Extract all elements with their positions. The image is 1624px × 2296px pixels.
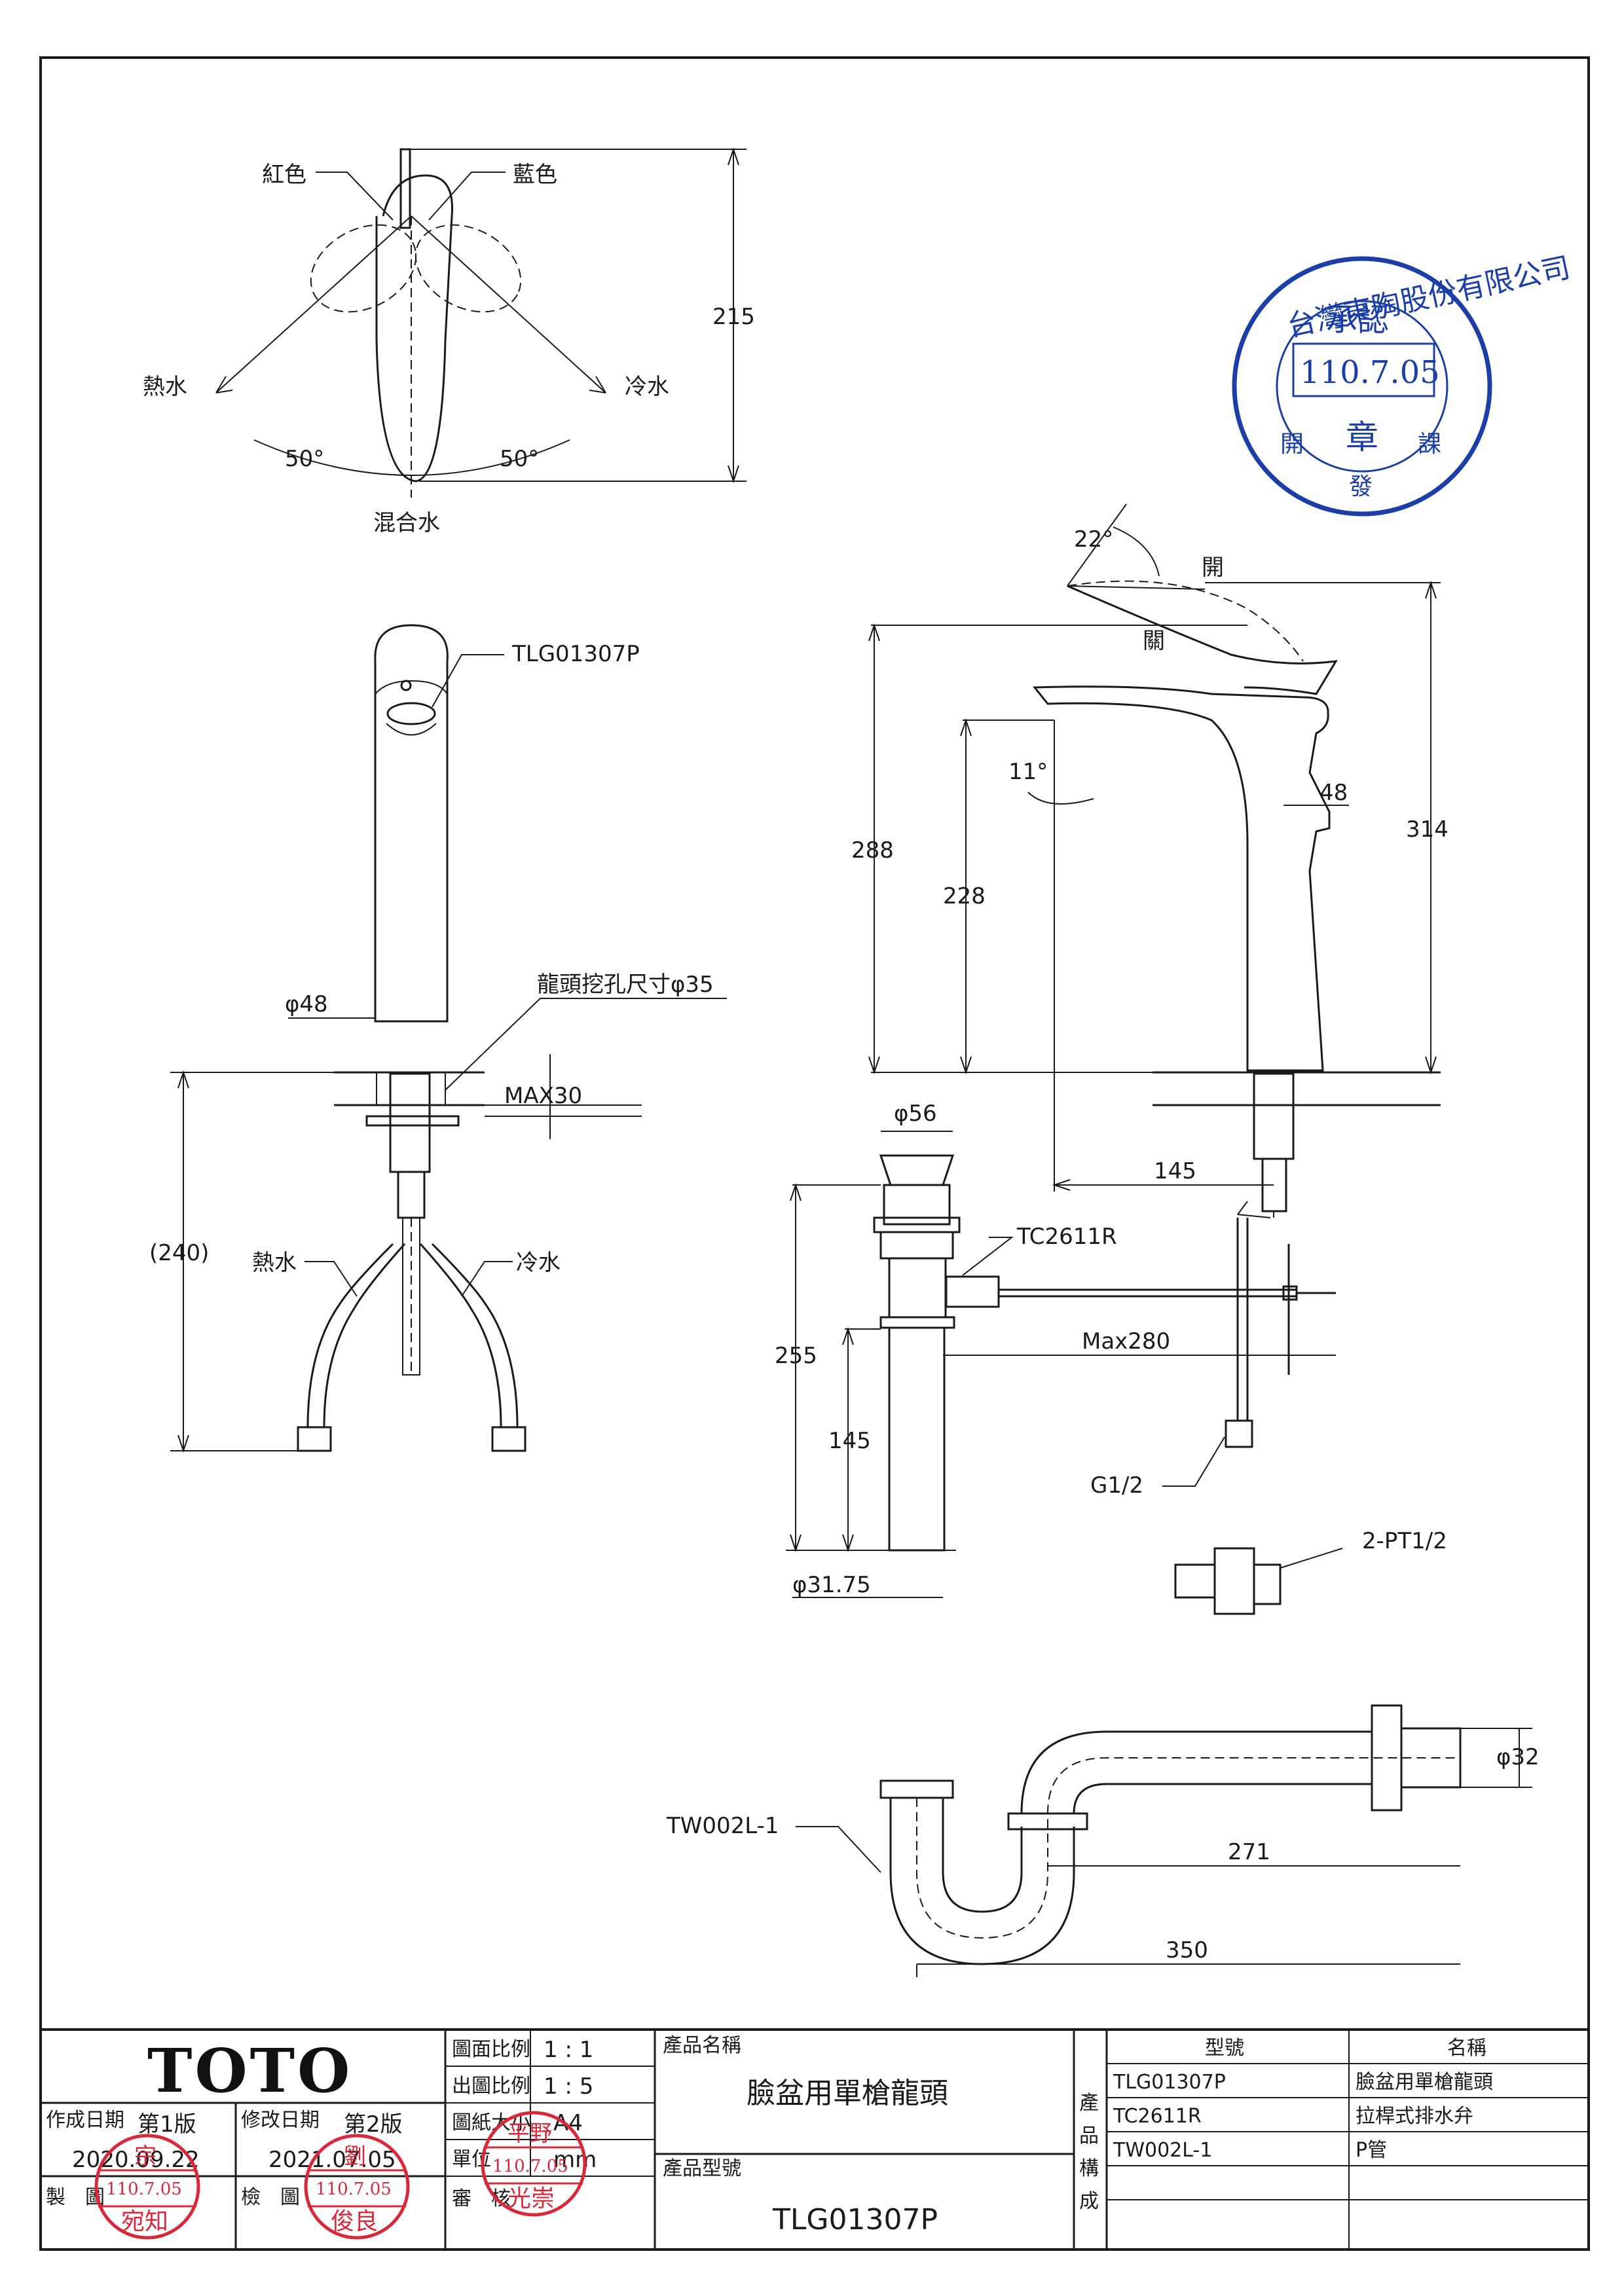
product-model-label: 產品型號 [663, 2157, 741, 2180]
front-cold-label: 冷水 [516, 1250, 561, 1276]
version-1: 第1版 [138, 2111, 196, 2138]
dim-240: (240) [149, 1240, 209, 1266]
angle-right-label: 50° [500, 446, 539, 472]
stamp-drawn-date: 110.7.05 [106, 2179, 182, 2199]
thread-label: G1/2 [1090, 1472, 1143, 1499]
stamp-dept-right: 課 [1418, 431, 1441, 458]
toto-logo: TOTO [147, 2035, 352, 2106]
approval-stamp: 台灣東陶股份有限公司 承認 110.7.05 章 開 發 課 [1232, 251, 1573, 517]
dim-diameter-48: φ48 [285, 991, 328, 1017]
dim-215: 215 [712, 304, 755, 330]
dim-145-drain: 145 [828, 1428, 871, 1454]
dim-48: 48 [1320, 780, 1348, 806]
table-cell-model-3: TW002L-1 [1113, 2139, 1212, 2162]
review-label: 審 核 [452, 2187, 511, 2210]
stamp-checked-date: 110.7.05 [316, 2179, 392, 2199]
top-view: 紅色 藍色 熱水 冷水 50° 50° 混合水 215 [143, 147, 755, 536]
product-model: TLG01307P [772, 2203, 938, 2236]
cold-water-label: 冷水 [625, 374, 669, 400]
scale-print-label: 出圖比例 [452, 2075, 530, 2098]
dim-271: 271 [1228, 1839, 1270, 1865]
created-date: 2020.09.22 [72, 2147, 200, 2173]
dim-max280: Max280 [1082, 1328, 1170, 1355]
dim-diameter-32: φ32 [1496, 1744, 1540, 1770]
stamp-drawn-name: 宛知 [121, 2208, 168, 2235]
scale-print-value: 1 : 5 [544, 2073, 593, 2100]
dim-314: 314 [1406, 816, 1449, 843]
table-cell-name-1: 臉盆用單槍龍頭 [1356, 2071, 1493, 2094]
stamp-checked-top: 劉 [344, 2143, 366, 2170]
composition-2: 品 [1079, 2124, 1099, 2147]
mixed-water-label: 混合水 [373, 510, 440, 536]
created-label: 作成日期 [46, 2109, 124, 2132]
dim-350: 350 [1166, 1937, 1208, 1963]
angle-left-label: 50° [285, 446, 324, 472]
drain-assembly: φ56 TC2611R Max280 255 145 φ31.75 G1/2 2… [775, 1101, 1447, 1615]
red-label: 紅色 [262, 162, 306, 188]
stamp-checked-name: 俊良 [331, 2208, 378, 2235]
composition-3: 構 [1079, 2157, 1099, 2180]
stamp-review-top: 平野 [507, 2121, 552, 2147]
composition-4: 成 [1079, 2190, 1099, 2213]
table-cell-name-2: 拉桿式排水弁 [1356, 2105, 1473, 2128]
stamp-drawn-top: 宗 [134, 2143, 157, 2170]
stamp-seal: 章 [1346, 418, 1378, 456]
hot-water-label: 熱水 [143, 374, 187, 400]
table-header-name: 名稱 [1447, 2037, 1486, 2060]
stamp-dept-mid: 發 [1349, 473, 1373, 500]
dim-255: 255 [775, 1343, 817, 1369]
title-block: TOTO 圖面比例 1 : 1 出圖比例 1 : 5 圖紙大小 A4 單位 mm… [39, 2028, 1590, 2251]
product-name: 臉盆用單槍龍頭 [747, 2077, 948, 2110]
table-header-model: 型號 [1205, 2037, 1244, 2060]
dim-diameter-31-75: φ31.75 [792, 1572, 871, 1598]
front-view: TLG01307P φ48 龍頭挖孔尺寸φ35 MAX30 (240) 熱水 冷… [149, 624, 727, 1453]
front-hot-label: 熱水 [252, 1250, 297, 1276]
dim-145-side: 145 [1154, 1158, 1196, 1184]
stamp-approve: 承認 [1326, 302, 1389, 338]
stamp-review-date: 110.7.05 [492, 2157, 568, 2176]
dim-288: 288 [851, 837, 894, 864]
hole-size-label: 龍頭挖孔尺寸φ35 [537, 972, 714, 998]
modified-label: 修改日期 [241, 2109, 320, 2132]
table-cell-model-1: TLG01307P [1113, 2071, 1226, 2094]
close-label: 關 [1143, 628, 1165, 654]
blue-label: 藍色 [513, 162, 557, 188]
unit-value: mm [553, 2147, 597, 2173]
front-model-label: TLG01307P [511, 641, 640, 667]
open-angle-label: 22° [1074, 526, 1113, 553]
drain-model-label: TC2611R [1016, 1224, 1117, 1250]
open-label: 開 [1202, 555, 1224, 581]
spout-angle-label: 11° [1008, 759, 1048, 785]
dim-diameter-56: φ56 [894, 1101, 937, 1127]
valve-label: 2-PT1/2 [1362, 1528, 1447, 1554]
p-trap: TW002L-1 φ32 271 350 [666, 1704, 1540, 1977]
stamp-review: 平野 110.7.05 光崇 [481, 2111, 587, 2217]
checked-label: 檢 圖 [241, 2186, 300, 2209]
stamp-checked: 劉 110.7.05 俊良 [304, 2134, 410, 2240]
dim-max30: MAX30 [504, 1083, 582, 1109]
stamp-dept-left: 開 [1280, 431, 1304, 458]
stamp-review-name: 光崇 [507, 2185, 555, 2212]
modified-date: 2021.07.05 [268, 2147, 396, 2173]
table-cell-model-2: TC2611R [1113, 2105, 1202, 2128]
side-view: 22° 開 關 11° 288 228 48 314 145 [851, 503, 1449, 1218]
product-name-label: 產品名稱 [663, 2034, 741, 2057]
version-2: 第2版 [344, 2111, 403, 2138]
stamp-date: 110.7.05 [1300, 354, 1440, 391]
dim-228: 228 [943, 883, 986, 909]
paper-value: A4 [553, 2110, 583, 2136]
table-cell-name-3: P管 [1356, 2139, 1387, 2162]
stamp-drawn: 宗 110.7.05 宛知 [94, 2134, 200, 2240]
trap-model-label: TW002L-1 [666, 1813, 779, 1839]
scale-drawing-value: 1 : 1 [544, 2037, 593, 2063]
composition-1: 產 [1079, 2092, 1099, 2115]
scale-drawing-label: 圖面比例 [452, 2038, 530, 2061]
